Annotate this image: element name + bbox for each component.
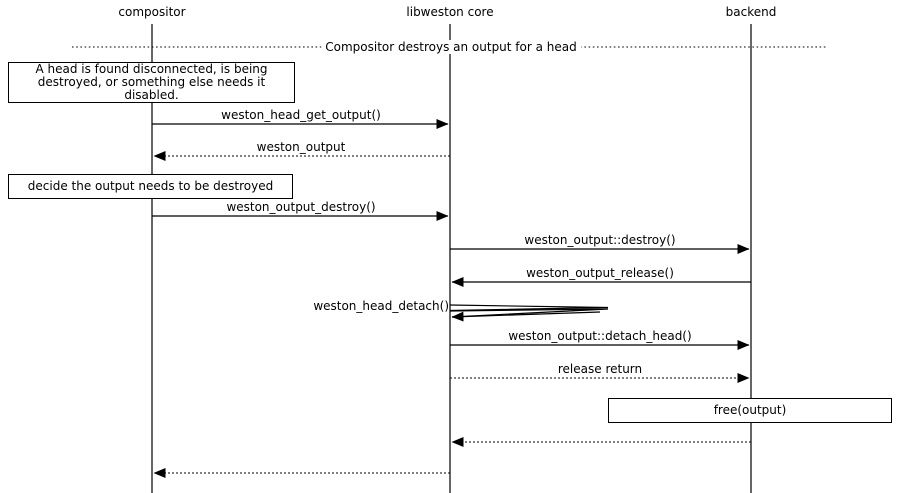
actor-label-compositor: compositor (118, 5, 186, 19)
message-lines (152, 119, 751, 478)
msg-label-weston-output-detach-head: weston_output::detach_head() (508, 329, 692, 343)
msg-label-weston-head-get-output: weston_head_get_output() (221, 108, 381, 122)
msg-label-weston-output-release: weston_output_release() (526, 266, 674, 280)
note-free-output: free(output) (608, 398, 892, 423)
msg-label-release-return: release return (557, 362, 643, 376)
note-head-disconnected: A head is found disconnected, is being d… (8, 62, 295, 103)
msg-label-weston-output-destroy: weston_output_destroy() (226, 200, 376, 214)
msg-label-weston-output-destroy-vfunc: weston_output::destroy() (524, 233, 676, 247)
note-free-output-text: free(output) (713, 403, 787, 417)
separator-title: Compositor destroys an output for a head (321, 40, 581, 54)
msg-label-weston-output-return: weston_output (256, 140, 346, 154)
note-decide-destroy: decide the output needs to be destroyed (8, 174, 293, 199)
actor-label-backend: backend (725, 5, 777, 19)
msg-label-weston-head-detach: weston_head_detach() (313, 299, 449, 313)
note-decide-destroy-text: decide the output needs to be destroyed (27, 179, 274, 193)
actor-label-libweston-core: libweston core (406, 5, 494, 19)
msg-self-call-weston-head-detach (449, 304, 609, 322)
note-head-disconnected-text: A head is found disconnected, is being d… (35, 62, 268, 102)
